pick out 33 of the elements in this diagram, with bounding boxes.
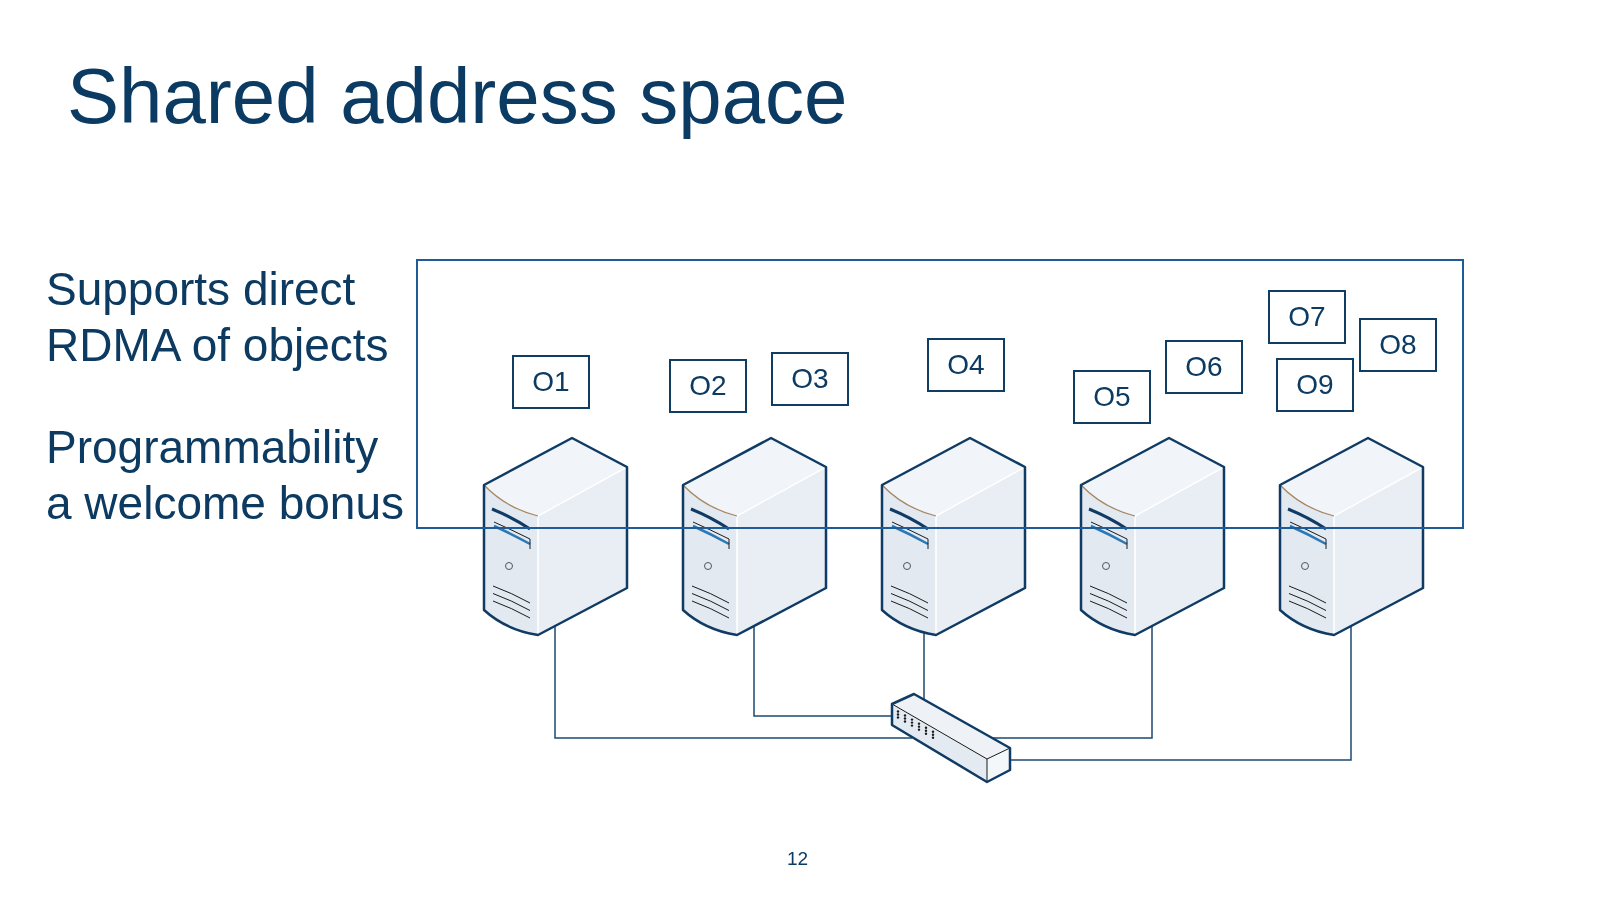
network-switch <box>890 692 1014 786</box>
server-tower <box>482 436 629 637</box>
bullet-text: Supports direct RDMA of objects <box>46 262 390 373</box>
object-box <box>1268 290 1346 344</box>
object-box <box>669 359 747 413</box>
network-cable <box>554 625 913 739</box>
page-number: 12 <box>787 849 809 869</box>
slide-title: Shared address space <box>67 51 848 142</box>
object-box <box>1276 358 1354 412</box>
network-cable <box>923 631 925 701</box>
server-tower <box>681 436 828 637</box>
server-tower <box>1079 436 1226 637</box>
server-tower <box>1278 436 1425 637</box>
object-box <box>771 352 849 406</box>
object-label: O8 <box>1379 330 1417 360</box>
region-frame <box>416 259 1464 529</box>
object-label: O9 <box>1296 370 1334 400</box>
server-tower <box>880 436 1027 637</box>
object-label: O6 <box>1185 352 1223 382</box>
network-cable <box>1009 625 1352 761</box>
object-label: O4 <box>947 350 985 380</box>
object-box <box>927 338 1005 392</box>
object-box <box>1165 340 1243 394</box>
bullet-text: Programmability a welcome bonus <box>46 420 405 531</box>
object-label: O7 <box>1288 302 1326 332</box>
object-box <box>1359 318 1437 372</box>
object-label: O5 <box>1093 382 1131 412</box>
object-label: O1 <box>532 367 570 397</box>
network-cable <box>753 625 893 717</box>
object-label: O3 <box>791 364 829 394</box>
object-box <box>1073 370 1151 424</box>
object-label: O2 <box>689 371 727 401</box>
object-box <box>512 355 590 409</box>
